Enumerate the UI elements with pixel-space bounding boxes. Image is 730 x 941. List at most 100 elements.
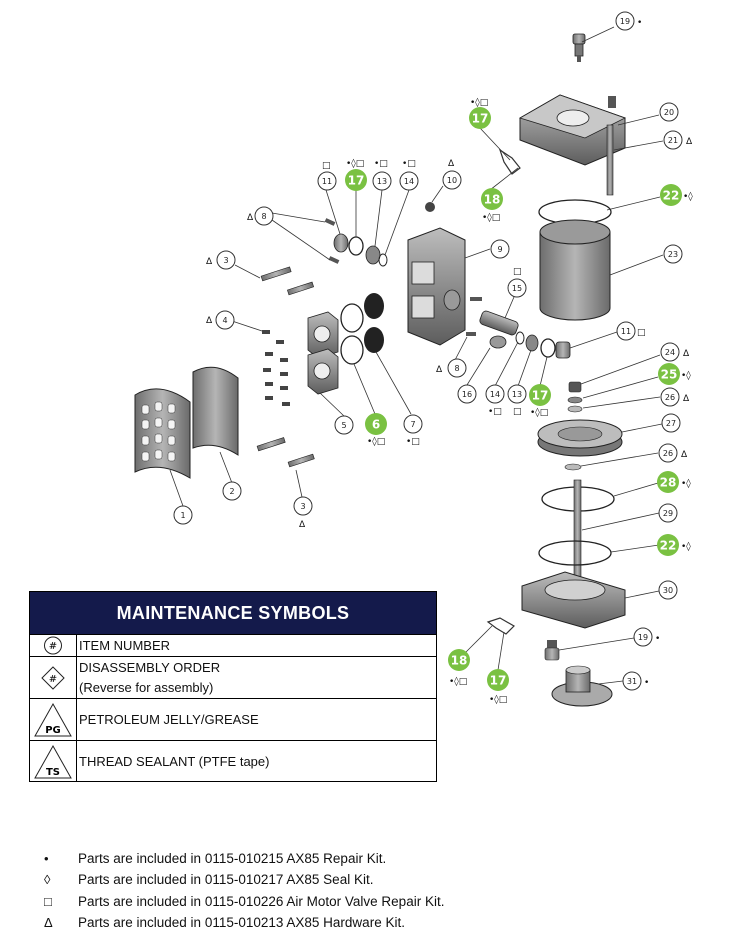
- part-17-clip-bottom: [486, 617, 515, 635]
- svg-text:29: 29: [663, 509, 673, 518]
- callout-11-lower: 11□: [616, 321, 646, 341]
- svg-text:5: 5: [341, 421, 346, 430]
- part-19-fitting-bottom: [544, 640, 560, 661]
- svg-text:17: 17: [472, 112, 489, 126]
- svg-text:8: 8: [261, 212, 266, 221]
- svg-text:3: 3: [300, 502, 305, 511]
- part-17-clip-top: [498, 148, 521, 175]
- svg-text:Δ: Δ: [206, 316, 213, 326]
- callout-31: 31•: [622, 671, 649, 691]
- callout-14-upper: •□ 14: [399, 159, 419, 191]
- callout-3-lower: 3Δ: [293, 496, 313, 530]
- kit-text-repair: Parts are included in 0115-010215 AX85 R…: [78, 851, 387, 867]
- callout-15: □15: [507, 267, 527, 298]
- callout-9: 9: [490, 239, 510, 259]
- svg-text:25: 25: [661, 368, 678, 382]
- svg-text:#: #: [49, 641, 57, 652]
- callout-18-bottom: 18•◊□: [448, 649, 470, 687]
- svg-text:14: 14: [404, 177, 414, 186]
- symbol-row-petroleum-jelly: PG PETROLEUM JELLY/GREASE: [30, 698, 436, 740]
- grease-icon: PG: [30, 699, 77, 740]
- callout-19-top: 19•: [615, 11, 642, 31]
- part-15-spool: [479, 310, 519, 336]
- part-29-piston-rod: [573, 479, 582, 591]
- part-22-o-ring-bottom: [538, 540, 612, 566]
- svg-text:4: 4: [222, 316, 227, 325]
- part-19-fitting-top: [572, 33, 586, 62]
- svg-text:PG: PG: [45, 725, 61, 736]
- svg-text:18: 18: [484, 193, 501, 207]
- callout-2: 2: [222, 481, 242, 501]
- callout-22-bottom: 22•◊: [657, 534, 691, 556]
- callout-20: 20: [659, 102, 679, 122]
- bullet-icon: •: [44, 851, 49, 867]
- svg-text:□: □: [322, 161, 331, 171]
- maintenance-symbols-table: MAINTENANCE SYMBOLS # ITEM NUMBER # DISA…: [29, 591, 437, 782]
- svg-text:11: 11: [322, 177, 332, 186]
- svg-text:16: 16: [462, 390, 472, 399]
- kit-text-valve: Parts are included in 0115-010226 Air Mo…: [78, 893, 445, 909]
- svg-text:17: 17: [490, 674, 507, 688]
- maintenance-symbols-title: MAINTENANCE SYMBOLS: [30, 592, 436, 634]
- svg-text:7: 7: [410, 420, 415, 429]
- part-21-tie-rod: [606, 124, 614, 196]
- symbol-row-disassembly-order: # DISASSEMBLY ORDER (Reverse for assembl…: [30, 656, 436, 698]
- svg-text:•◊□: •◊□: [482, 212, 500, 223]
- svg-text:•◊□: •◊□: [449, 676, 467, 687]
- callout-30: 30: [658, 580, 678, 600]
- disassembly-order-icon: #: [30, 657, 77, 698]
- svg-text:19: 19: [638, 633, 648, 642]
- svg-text:Δ: Δ: [448, 159, 455, 169]
- svg-text:9: 9: [497, 245, 502, 254]
- svg-text:10: 10: [447, 176, 457, 185]
- kit-row-valve: □ Parts are included in 0115-010226 Air M…: [44, 891, 444, 912]
- delta-icon: Δ: [44, 915, 53, 931]
- callout-28: 28•◊: [657, 471, 691, 493]
- svg-text:Δ: Δ: [206, 257, 213, 267]
- svg-text:22: 22: [660, 539, 677, 553]
- svg-text:Δ: Δ: [436, 365, 443, 375]
- svg-text:•: •: [655, 634, 660, 644]
- grease-label: PETROLEUM JELLY/GREASE: [79, 711, 259, 727]
- svg-text:Δ: Δ: [686, 137, 693, 147]
- thread-sealant-label: THREAD SEALANT (PTFE tape): [79, 753, 270, 769]
- part-27-piston: [537, 419, 623, 457]
- svg-text:□: □: [513, 267, 522, 277]
- callout-17-upper: •◊□17: [345, 158, 367, 191]
- kit-row-repair: • Parts are included in 0115-010215 AX85 …: [44, 848, 444, 869]
- part-31-inlet: [551, 665, 613, 707]
- svg-text:6: 6: [372, 418, 380, 432]
- part-26-washer-lower: [564, 463, 582, 471]
- svg-text:22: 22: [663, 189, 680, 203]
- svg-text:•□: •□: [374, 159, 388, 169]
- part-30-base: [521, 571, 626, 629]
- callout-13-lower: 13□: [507, 384, 527, 417]
- svg-text:13: 13: [377, 177, 387, 186]
- svg-text:11: 11: [621, 327, 631, 336]
- kit-text-seal: Parts are included in 0115-010217 AX85 S…: [78, 872, 374, 888]
- svg-text:Δ: Δ: [247, 213, 254, 223]
- svg-text:•◊□: •◊□: [470, 97, 488, 108]
- item-number-icon: #: [30, 635, 77, 656]
- svg-text:•□: •□: [402, 159, 416, 169]
- square-icon: □: [44, 893, 52, 909]
- svg-text:31: 31: [627, 677, 637, 686]
- leader-lines: [169, 26, 664, 685]
- callout-7: 7•□: [403, 414, 423, 447]
- svg-text:8: 8: [454, 364, 459, 373]
- svg-text:13: 13: [512, 390, 522, 399]
- svg-text:19: 19: [620, 17, 630, 26]
- svg-text:24: 24: [665, 348, 675, 357]
- part-seal-stack-lower: [515, 331, 571, 359]
- svg-text:3: 3: [223, 256, 228, 265]
- svg-text:Δ: Δ: [683, 394, 690, 404]
- callout-29: 29: [658, 503, 678, 523]
- diamond-icon: ◊: [44, 872, 51, 888]
- callout-5: 5: [334, 415, 354, 435]
- callout-17-bottom: 17•◊□: [487, 669, 509, 705]
